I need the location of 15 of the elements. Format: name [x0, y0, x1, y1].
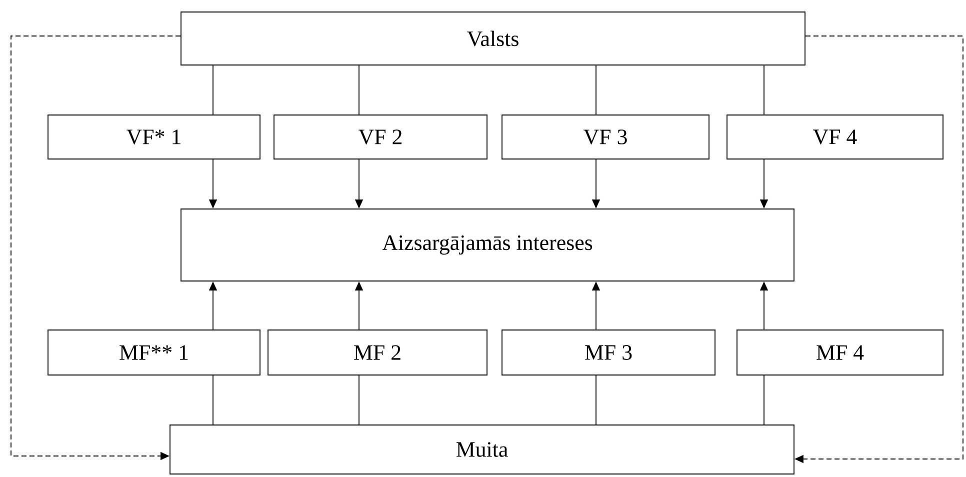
- connector-line: [358, 65, 360, 115]
- function-box: VF* 1: [48, 114, 260, 160]
- function-box: MF 3: [502, 330, 716, 376]
- function-box: MF 4: [736, 330, 944, 376]
- connector-line: [358, 375, 360, 425]
- interests-box: Aizsargājamās intereses: [180, 208, 794, 282]
- state-box: Valsts: [180, 12, 806, 66]
- function-box: VF 4: [726, 114, 944, 160]
- function-box: MF 2: [268, 330, 488, 376]
- function-box: VF 3: [502, 114, 710, 160]
- connector-line: [212, 375, 214, 425]
- connector-line: [212, 65, 214, 115]
- function-box: VF 2: [274, 114, 488, 160]
- customs-box: Muita: [170, 424, 794, 474]
- function-box: MF** 1: [48, 330, 260, 376]
